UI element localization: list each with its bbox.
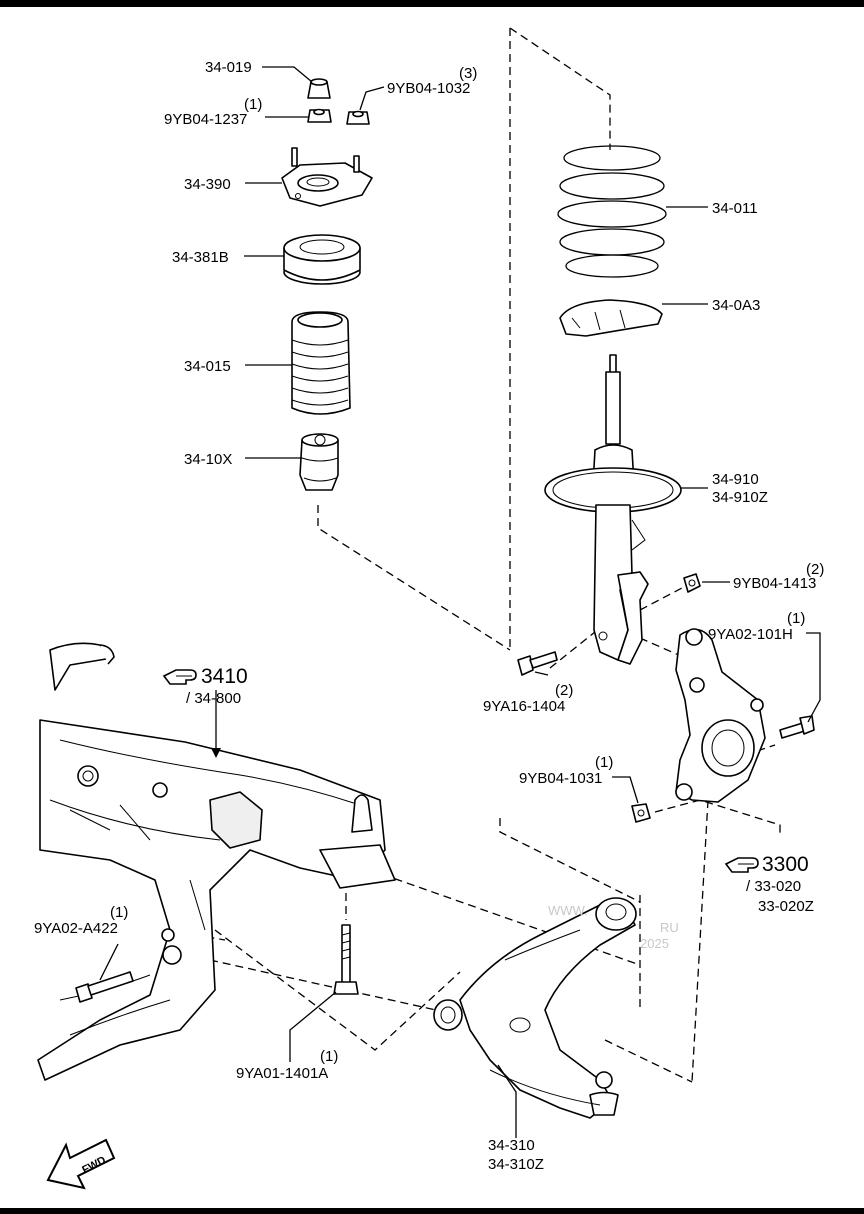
pointing-hand-icon (724, 857, 759, 873)
part-9yb04-1413 (683, 573, 701, 593)
label-34-0a3: 34-0A3 (712, 297, 760, 314)
watermark-line1: WWW. (548, 903, 588, 918)
assembly-dashed-lines (167, 27, 781, 1083)
part-34-0a3 (559, 299, 663, 337)
label-34-381b: 34-381B (172, 249, 229, 266)
label-9yb04-1413-qty: (2) (806, 561, 824, 578)
part-34-310 (433, 897, 637, 1119)
label-9ya01-1401a-qty: (1) (320, 1048, 338, 1065)
part-9ya01-1401a (333, 924, 359, 995)
ref-3300-sub1: / 33-020 (746, 878, 801, 895)
top-border (0, 0, 864, 7)
label-9ya02-a422: 9YA02-A422 (34, 920, 118, 937)
part-knuckle-3300 (675, 628, 766, 803)
label-34-910z: 34-910Z (712, 489, 768, 506)
watermark-line3: 2025 (640, 936, 669, 951)
ref-3300-sub2: 33-020Z (758, 898, 814, 915)
label-9ya02-101h-qty: (1) (787, 610, 805, 627)
ref-3410-sub: / 34-800 (186, 690, 241, 707)
pointing-hand-icon (162, 669, 197, 685)
part-subframe-3410 (37, 642, 396, 1081)
label-34-011: 34-011 (712, 200, 758, 217)
ref-3410-number: 3410 (201, 665, 248, 688)
label-9yb04-1237-qty: (1) (244, 96, 262, 113)
part-labels: 34-019 (3) 9YB04-1032 (1) 9YB04-1237 34-… (34, 59, 824, 1173)
label-9ya02-a422-qty: (1) (110, 904, 128, 921)
label-34-015: 34-015 (184, 358, 231, 375)
label-9ya16-1404: 9YA16-1404 (483, 698, 565, 715)
part-9ya02-101h (779, 715, 815, 739)
label-9ya01-1401a: 9YA01-1401A (236, 1065, 328, 1082)
label-9yb04-1032-qty: (3) (459, 65, 477, 82)
label-34-310z: 34-310Z (488, 1156, 544, 1173)
label-9yb04-1032: 9YB04-1032 (387, 80, 470, 97)
part-34-011 (557, 145, 667, 278)
label-9yb04-1413: 9YB04-1413 (733, 575, 816, 592)
reference-3300: 3300 / 33-020 33-020Z (724, 853, 814, 915)
watermark: WWW. RU 2025 (548, 903, 679, 951)
reference-3410: 3410 / 34-800 (162, 665, 248, 707)
part-34-10x (299, 433, 339, 491)
watermark-line2: RU (660, 920, 679, 935)
ref-3300-number: 3300 (762, 853, 809, 876)
forward-arrow-icon: FWD (46, 1138, 116, 1190)
label-9ya02-101h: 9YA02-101H (708, 626, 793, 643)
part-9yb04-1237 (307, 108, 332, 123)
part-34-015 (291, 311, 351, 415)
label-34-390: 34-390 (184, 176, 231, 193)
part-34-381b (283, 234, 361, 285)
label-34-310: 34-310 (488, 1137, 535, 1154)
part-9yb04-1031 (631, 803, 651, 823)
leader-lines (99, 66, 821, 1138)
label-34-10x: 34-10X (184, 451, 232, 468)
part-9yb04-1032 (346, 110, 370, 125)
label-9yb04-1237: 9YB04-1237 (164, 111, 247, 128)
part-9ya16-1404 (517, 651, 558, 676)
label-9yb04-1031-qty: (1) (595, 754, 613, 771)
part-34-390 (281, 147, 373, 207)
part-9ya02-a422 (75, 971, 134, 1003)
bottom-border (0, 1208, 864, 1214)
label-9ya16-1404-qty: (2) (555, 682, 573, 699)
part-34-910 (544, 354, 682, 665)
label-9yb04-1031: 9YB04-1031 (519, 770, 602, 787)
arrow-3410 (211, 748, 221, 758)
label-34-019: 34-019 (205, 59, 252, 76)
label-34-910: 34-910 (712, 471, 759, 488)
